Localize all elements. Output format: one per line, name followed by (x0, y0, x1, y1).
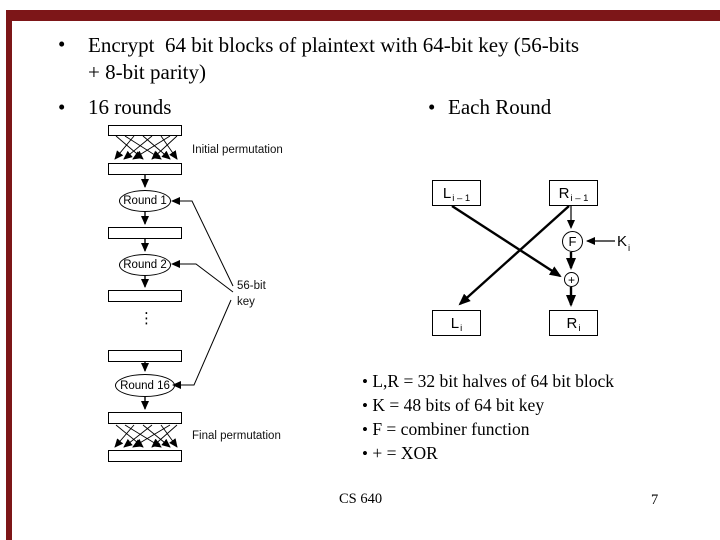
des-block-rect-7 (108, 450, 182, 462)
footer-course: CS 640 (339, 491, 383, 507)
r-prev-base: R (558, 184, 570, 202)
round1-ellipse: Round 1 (119, 190, 171, 212)
r-cur-base: R (566, 314, 578, 332)
legend-item: • L,R = 32 bit halves of 64 bit block (362, 371, 614, 392)
legend-text-f: F = combiner function (372, 419, 530, 439)
bullet-icon: • (362, 396, 368, 415)
l-prev-base: L (442, 184, 452, 202)
r-prev-sub: i – 1 (570, 192, 589, 204)
des-block-rect-6 (108, 412, 182, 424)
bullet1-line1: Encrypt 64 bit blocks of plaintext with … (88, 33, 580, 57)
bullet-icon: • (362, 372, 368, 391)
legend-item: • + = XOR (362, 443, 438, 464)
key-label-line1: 56-bit (237, 280, 266, 292)
bullet1-line2: + 8-bit parity) (88, 60, 206, 84)
bullet-icon: • (362, 420, 368, 439)
des-block-rect-1 (108, 125, 182, 136)
legend-text-xor: + = XOR (372, 443, 438, 463)
l-prev-sub: i – 1 (452, 192, 471, 204)
r-cur-sub: i (578, 322, 581, 334)
des-block-rect-3 (108, 227, 182, 239)
round16-label: Round 16 (120, 379, 170, 392)
initial-permutation-crossover (114, 135, 178, 160)
bullet-icon: • (428, 95, 436, 119)
legend-text-lr: L,R = 32 bit halves of 64 bit block (372, 371, 615, 391)
bullet-icon: • (362, 444, 368, 463)
round-diagram-arrows (451, 204, 615, 307)
round2-label: Round 2 (123, 259, 167, 271)
round2-ellipse: Round 2 (119, 254, 171, 276)
final-permutation-crossover (114, 424, 178, 448)
stack-continuation-dots: ⋮ (139, 309, 154, 327)
sixteen-rounds-heading: 16 rounds (88, 95, 172, 119)
l-cur-sub: i (460, 322, 463, 334)
bullet-icon: • (58, 95, 66, 119)
des-block-rect-5 (108, 350, 182, 362)
subkey-label: Ki (617, 233, 630, 254)
top-border-bar (6, 10, 720, 21)
each-round-heading: Each Round (448, 95, 552, 119)
legend-text-k: K = 48 bits of 64 bit key (372, 395, 545, 415)
k-base: K (617, 233, 628, 250)
left-border-bar (6, 10, 12, 540)
round1-label: Round 1 (123, 195, 167, 207)
xor-circle: + (564, 272, 579, 287)
des-block-rect-2 (108, 163, 182, 175)
key-label-line2: key (237, 296, 255, 308)
round16-ellipse: Round 16 (115, 374, 175, 397)
initial-permutation-label: Initial permutation (192, 144, 283, 156)
bullet-icon: • (58, 32, 66, 56)
xor-label: + (567, 272, 575, 287)
final-permutation-label: Final permutation (192, 430, 281, 442)
legend-item: • F = combiner function (362, 419, 529, 440)
des-block-rect-4 (108, 290, 182, 302)
footer-page-number: 7 (651, 492, 659, 508)
f-label: F (568, 234, 577, 249)
k-sub: i (628, 243, 631, 254)
f-function-circle: F (562, 231, 583, 252)
l-cur-base: L (450, 314, 460, 332)
legend-item: • K = 48 bits of 64 bit key (362, 395, 544, 416)
